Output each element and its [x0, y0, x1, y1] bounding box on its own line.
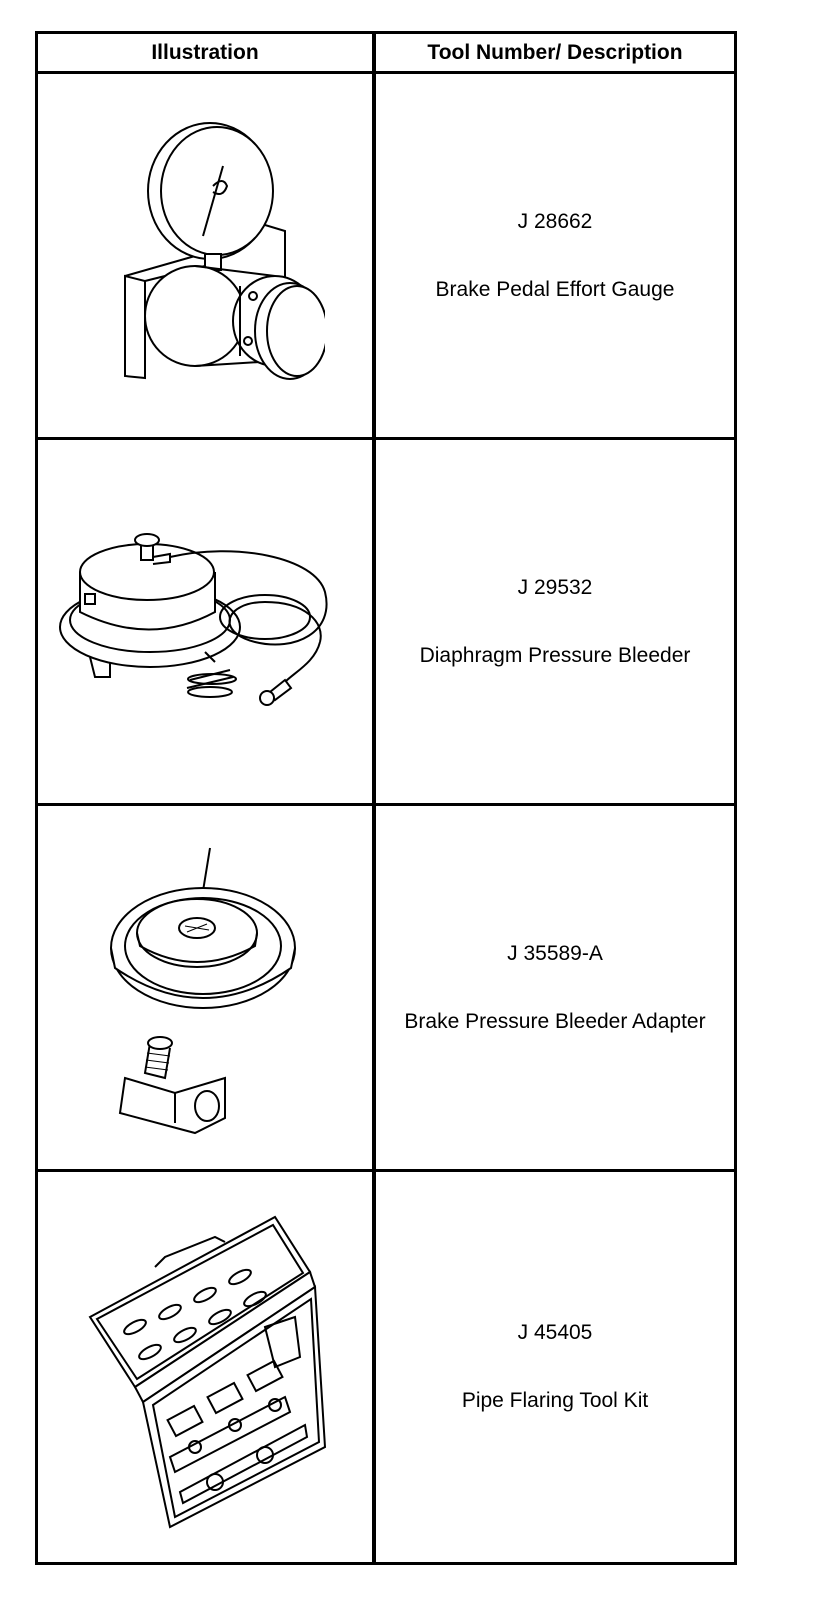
tool-number: J 45405 — [517, 1321, 593, 1344]
illustration-cell — [38, 806, 372, 1169]
tool-description: Brake Pedal Effort Gauge — [435, 277, 675, 301]
tool-description: Diaphragm Pressure Bleeder — [419, 643, 691, 667]
table-row: J 29532 Diaphragm Pressure Bleeder — [38, 440, 734, 806]
description-cell: J 45405 Pipe Flaring Tool Kit — [376, 1172, 734, 1562]
tool-table: Illustration Tool Number/ Description — [35, 31, 737, 1565]
illustration-cell — [38, 1172, 372, 1562]
illustration-cell — [38, 440, 372, 803]
description-cell: J 28662 Brake Pedal Effort Gauge — [376, 74, 734, 437]
tool-number: J 28662 — [517, 209, 593, 233]
illustration-cell — [38, 74, 372, 437]
tool-number: J 35589-A — [507, 941, 603, 965]
header-tool-description: Tool Number/ Description — [427, 40, 683, 64]
pressure-bleeder-icon — [55, 502, 355, 742]
header-illustration: Illustration — [151, 40, 259, 64]
column-divider — [372, 34, 376, 1562]
flaring-kit-icon — [75, 1197, 335, 1537]
description-cell: J 35589-A Brake Pressure Bleeder Adapter — [376, 806, 734, 1169]
tool-number: J 29532 — [517, 575, 593, 599]
table-row: J 45405 Pipe Flaring Tool Kit — [38, 1172, 734, 1562]
table-header-row: Illustration Tool Number/ Description — [38, 34, 734, 74]
bleeder-adapter-icon — [85, 828, 325, 1148]
table-row: J 28662 Brake Pedal Effort Gauge — [38, 74, 734, 440]
pressure-gauge-icon — [85, 116, 325, 396]
tool-description: Pipe Flaring Tool Kit — [461, 1389, 649, 1412]
table-row: J 35589-A Brake Pressure Bleeder Adapter — [38, 806, 734, 1172]
description-cell: J 29532 Diaphragm Pressure Bleeder — [376, 440, 734, 803]
tool-description: Brake Pressure Bleeder Adapter — [404, 1009, 706, 1033]
